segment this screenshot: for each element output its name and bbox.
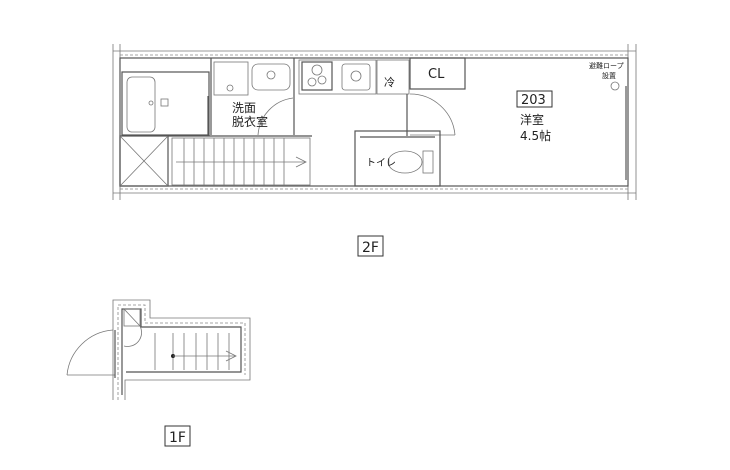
kitchen <box>298 59 410 136</box>
floor-2-plan <box>112 44 637 200</box>
toilet-room <box>354 130 441 187</box>
toilet-label: トイレ <box>366 158 396 169</box>
unit-number-box <box>516 90 553 108</box>
floor-1-plan <box>66 299 251 400</box>
washroom <box>168 58 312 137</box>
floor-2-label-box <box>357 235 384 257</box>
closet <box>409 57 466 90</box>
staircase-2f <box>171 137 311 186</box>
room-size: 4.5帖 <box>520 128 551 143</box>
escape-rope-label: 避難ロープ <box>589 61 624 70</box>
floor-2-label: 2F <box>362 240 379 256</box>
staircase-1f <box>154 333 237 370</box>
bathroom <box>121 71 210 136</box>
fridge-label: 冷 <box>384 76 395 89</box>
escape-rope-installed: 設置 <box>602 71 616 80</box>
unit-number: 203 <box>521 93 546 108</box>
closet-label: CL <box>428 67 445 82</box>
floor-1-label-box <box>164 425 191 447</box>
room-type: 洋室 <box>520 112 544 127</box>
washroom-label-1: 洗面 <box>232 101 256 115</box>
escape-rope-marker <box>610 81 620 91</box>
pipe-shaft <box>119 135 169 187</box>
washroom-label-2: 脱衣室 <box>232 114 268 129</box>
floor-1-label: 1F <box>169 430 186 446</box>
